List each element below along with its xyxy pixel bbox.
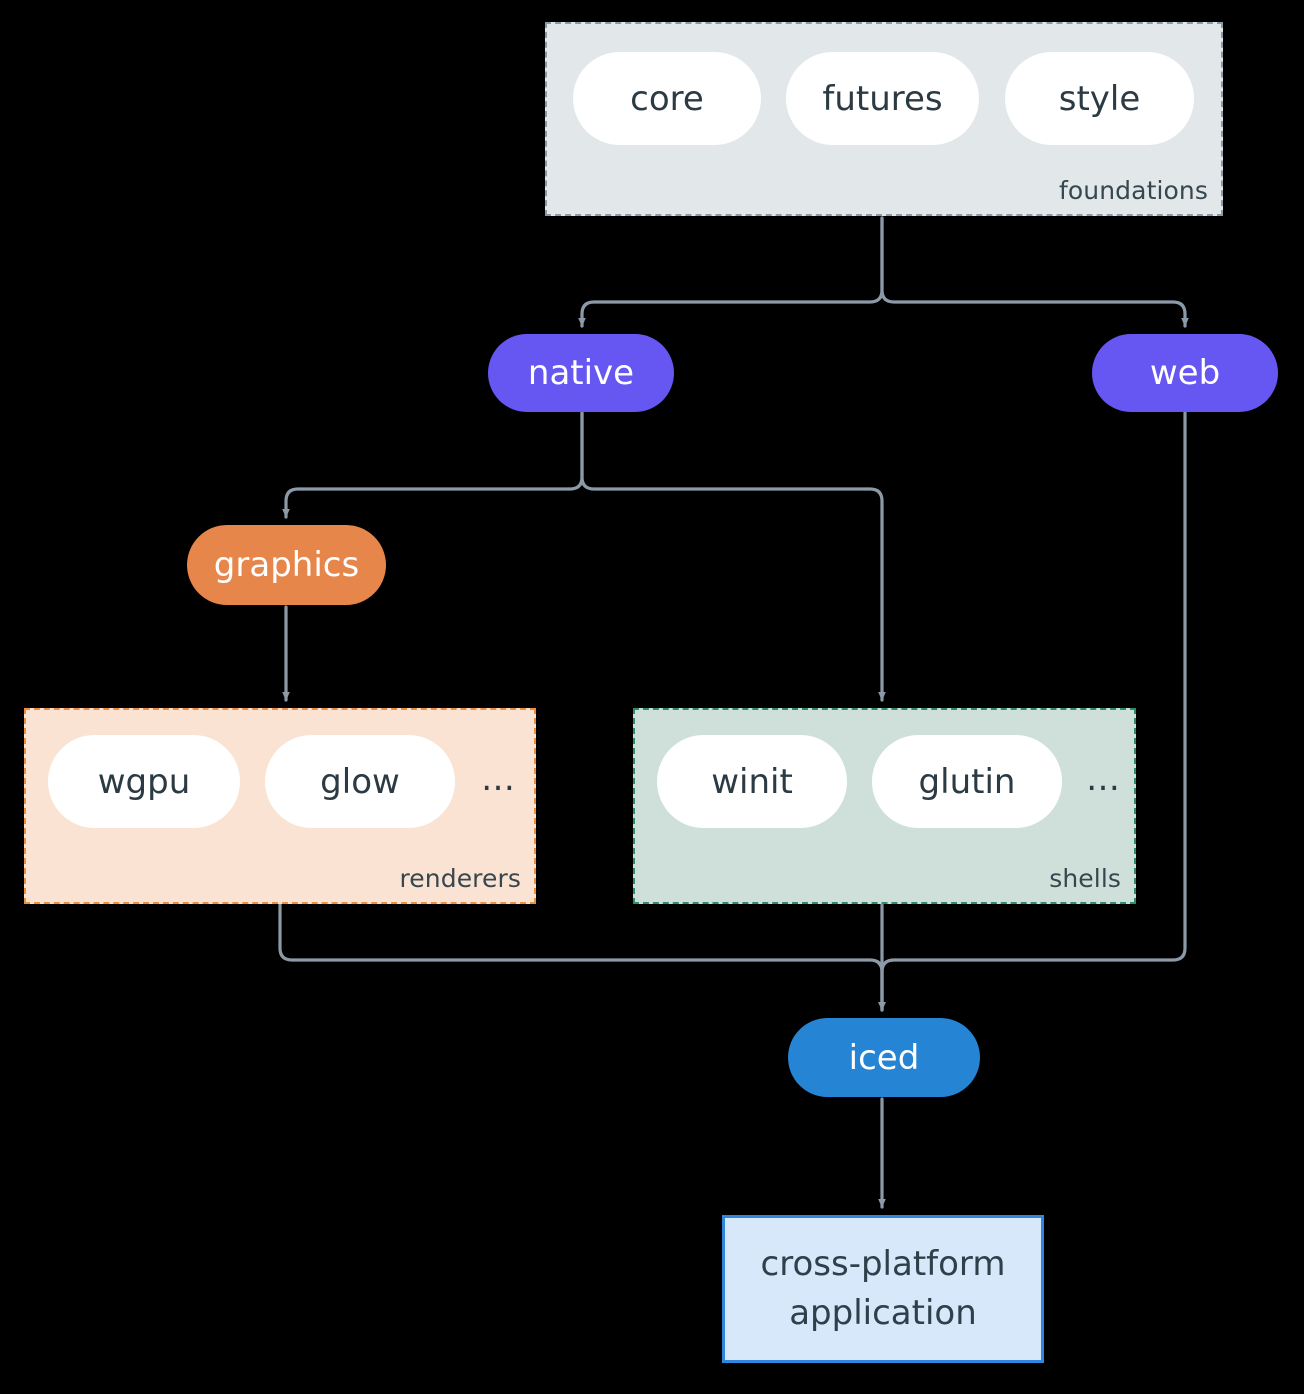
application-label-line1: cross-platform (760, 1243, 1006, 1284)
node-style[interactable]: style (1005, 52, 1194, 145)
edge-renderers-iced (278, 903, 886, 1012)
cluster-foundations-label: foundations (1059, 176, 1208, 205)
node-wgpu[interactable]: wgpu (48, 735, 240, 828)
node-native[interactable]: native (488, 334, 674, 412)
node-glow[interactable]: glow (265, 735, 455, 828)
edge-native-graphics (282, 411, 584, 519)
edge-foundations-web (880, 216, 1189, 328)
node-graphics[interactable]: graphics (187, 525, 386, 605)
node-futures[interactable]: futures (786, 52, 979, 145)
node-cross-platform-application[interactable]: cross-platform application (722, 1215, 1044, 1363)
node-core[interactable]: core (573, 52, 761, 145)
renderers-ellipsis: … (481, 759, 517, 799)
cluster-shells-label: shells (1049, 864, 1121, 893)
cluster-renderers-label: renderers (399, 864, 521, 893)
edge-foundations-native (578, 216, 884, 328)
node-glutin[interactable]: glutin (872, 735, 1062, 828)
node-winit[interactable]: winit (657, 735, 847, 828)
edge-native-shells (580, 411, 886, 702)
node-web[interactable]: web (1092, 334, 1278, 412)
node-iced[interactable]: iced (788, 1018, 980, 1097)
shells-ellipsis: … (1086, 759, 1122, 799)
application-label-line2: application (789, 1293, 977, 1333)
